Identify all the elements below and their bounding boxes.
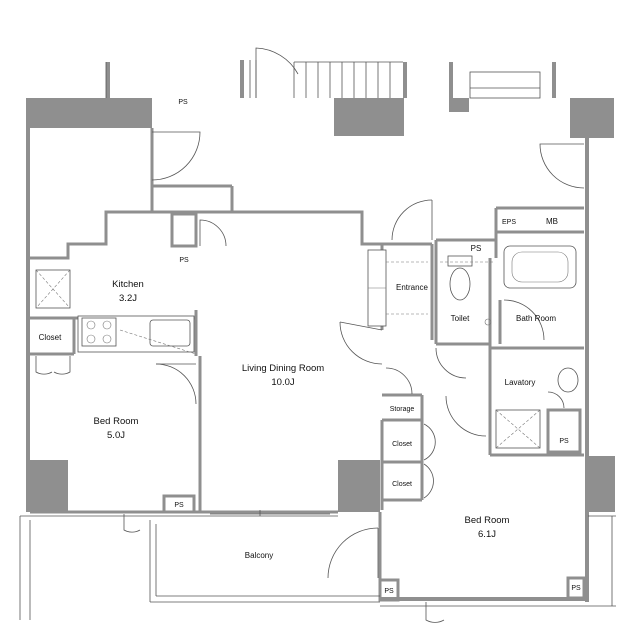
kitchen-size: 3.2J bbox=[119, 293, 137, 304]
ps-label-top: PS bbox=[178, 99, 188, 106]
closet-east-1-name: Closet bbox=[392, 441, 412, 448]
ps-label-kitchen: PS bbox=[179, 257, 189, 264]
room-labels: Kitchen 3.2J Living Dining Room 10.0J Be… bbox=[39, 99, 581, 595]
ps-label-toilet: PS bbox=[471, 244, 482, 253]
balcony-railing bbox=[19, 510, 616, 620]
closet-kitchen-name: Closet bbox=[39, 333, 62, 342]
bedroom-west-size: 5.0J bbox=[107, 430, 125, 441]
lavatory-name: Lavatory bbox=[505, 378, 536, 387]
eps-label: EPS bbox=[502, 219, 516, 226]
balcony-name: Balcony bbox=[245, 551, 273, 560]
ps-label-bedroom-east-left: PS bbox=[384, 588, 394, 595]
bedroom-east-name: Bed Room bbox=[465, 515, 510, 526]
stove bbox=[81, 317, 117, 347]
closet-east-2-name: Closet bbox=[392, 481, 412, 488]
ps-label-bedroom-east-right: PS bbox=[571, 585, 581, 592]
lavatory-sink bbox=[557, 367, 579, 393]
ps-label-bedroom-west: PS bbox=[174, 502, 184, 509]
toilet-bowl bbox=[449, 267, 471, 301]
ps-label-lavatory: PS bbox=[559, 438, 569, 445]
toilet-name: Toilet bbox=[451, 314, 470, 323]
bathroom-name: Bath Room bbox=[516, 314, 556, 323]
living-dining-name: Living Dining Room bbox=[242, 363, 324, 374]
entrance-name: Entrance bbox=[396, 283, 429, 292]
walls bbox=[26, 60, 615, 602]
mb-label: MB bbox=[546, 217, 558, 226]
bathtub bbox=[503, 245, 577, 289]
storage-name: Storage bbox=[390, 406, 415, 413]
washer-space bbox=[495, 409, 541, 449]
living-dining-size: 10.0J bbox=[271, 377, 294, 388]
door-swings bbox=[35, 131, 585, 623]
fixtures bbox=[35, 245, 579, 449]
upper-parapet bbox=[105, 47, 541, 99]
kitchen-name: Kitchen bbox=[112, 279, 144, 290]
bedroom-east-size: 6.1J bbox=[478, 529, 496, 540]
bedroom-west-name: Bed Room bbox=[94, 416, 139, 427]
kitchen-sink bbox=[149, 319, 191, 347]
